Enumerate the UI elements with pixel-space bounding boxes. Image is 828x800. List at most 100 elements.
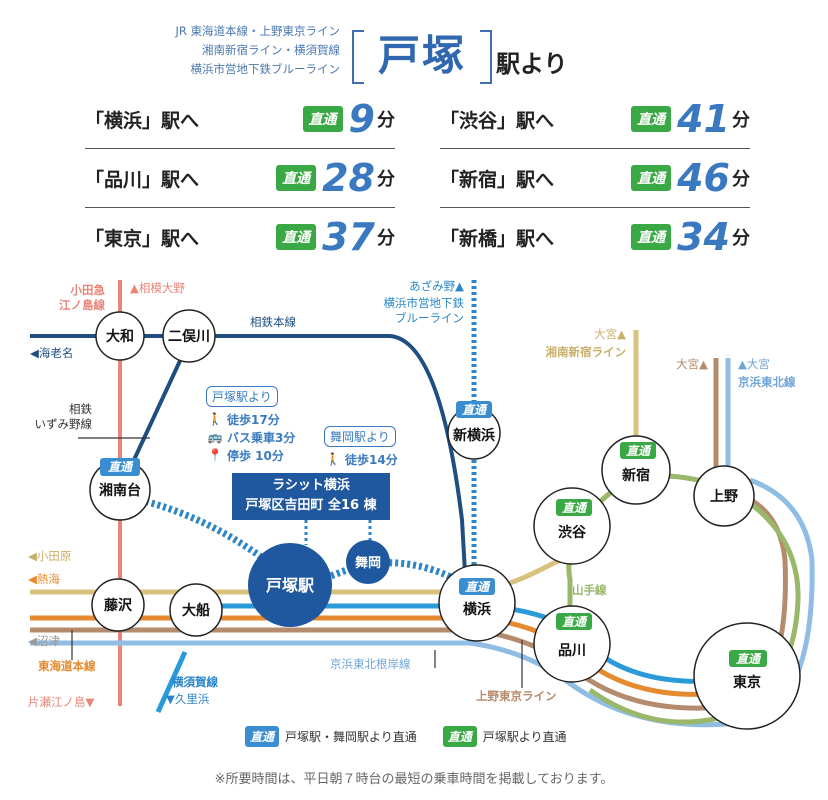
travel-row: 「新橋」駅へ 直通 34 分 (440, 207, 750, 266)
walk-time: 徒歩17分 (227, 412, 280, 427)
label-negishi: 京浜東北根岸線 (330, 657, 411, 671)
blueline-dotted-shonandai (139, 496, 291, 581)
direct-badge: 直通 (302, 106, 343, 132)
legend-text-green: 戸塚駅より直通 (482, 730, 567, 744)
direct-badge-text: 直通 (562, 501, 588, 515)
direct-badge-text: 直通 (108, 460, 134, 474)
title-suffix: 駅より (496, 50, 568, 78)
destination: 「品川」駅へ (85, 168, 200, 191)
travel-row: 「新宿」駅へ 直通 46 分 (440, 148, 750, 207)
direct-badge: 直通 (631, 224, 672, 250)
travel-row: 「品川」駅へ 直通 28 分 (85, 148, 395, 207)
travel-row: 「渋谷」駅へ 直通 41 分 (440, 90, 750, 148)
direct-badge-green (556, 613, 592, 630)
access-totsuka: 戸塚駅より 🚶 徒歩17分 🚌 バス乗車3分 📍 停歩 10分 (206, 386, 295, 464)
label-odakyu: 江ノ島線 (59, 298, 105, 312)
station-futamatagawa (162, 309, 216, 363)
walk-time: 徒歩14分 (345, 452, 398, 467)
station-label: 大和 (106, 328, 134, 345)
station-ofuna (169, 583, 223, 637)
bus-icon: 🚌 (207, 430, 223, 444)
minutes: 9 (348, 97, 375, 141)
label-kurihama: ▼久里浜 (166, 692, 210, 706)
label-tokaido: 東海道本線 (38, 659, 96, 673)
line-item: 湘南新宿ライン・横須賀線 (202, 43, 340, 57)
bus-time: バス乗車3分 (227, 430, 296, 445)
bus-stop-icon: 📍 (207, 448, 223, 462)
property-name: ラシット横浜 (272, 478, 350, 493)
label-azamino: あざみ野▲ (409, 279, 464, 293)
station-label: 渋谷 (558, 524, 587, 541)
label-ueno-tokyo: 上野東京ライン (476, 689, 557, 703)
legend-badge-blue: 直通 (245, 726, 280, 747)
label-omiya: 大宮▲ (676, 357, 708, 371)
destination: 「渋谷」駅へ (440, 109, 555, 132)
walk-icon: 🚶 (207, 412, 223, 426)
label-katase: 片瀬江ノ島▼ (28, 695, 94, 709)
minute-unit: 分 (732, 110, 750, 131)
direct-badge-text: 直通 (562, 615, 588, 629)
label-ebina: ◀海老名 (30, 346, 73, 360)
from-maioka-pill: 舞岡駅より (324, 426, 396, 447)
station-label: 品川 (558, 643, 586, 659)
label-shonan-shinjuku: 湘南新宿ライン (546, 345, 627, 359)
label-izumino: 相鉄 (69, 402, 92, 416)
destination: 「新宿」駅へ (440, 168, 555, 191)
stop-walk-time: 停歩 10分 (227, 448, 284, 463)
label-sagamiono: ▲相模大野 (130, 281, 185, 295)
line-item: JR 東海道本線・上野東京ライン (175, 24, 340, 38)
legend-text-blue: 戸塚駅・舞岡駅より直通 (285, 730, 417, 744)
station-label: 戸塚駅 (266, 576, 315, 595)
station-label: 藤沢 (104, 597, 133, 614)
label-atami: ◀熱海 (28, 572, 60, 586)
travel-row: 「横浜」駅へ 直通 9 分 (85, 90, 395, 148)
label-omiya: ▲大宮 (738, 357, 770, 371)
travel-times-right: 「渋谷」駅へ 直通 41 分 「新宿」駅へ 直通 46 分 「新橋」駅へ 直通 … (440, 90, 750, 266)
direct-badge-text: 直通 (465, 580, 491, 594)
station-label: 大船 (182, 602, 210, 619)
destination: 「横浜」駅へ (85, 109, 200, 132)
from-totsuka-pill: 戸塚駅より (206, 386, 278, 407)
footnote: ※所要時間は、平日朝７時台の最短の乗車時間を掲載しております。 (214, 772, 614, 787)
label-odakyu: 小田急 (70, 283, 106, 297)
minutes: 46 (677, 156, 730, 200)
walk-icon: 🚶 (325, 452, 341, 466)
minute-unit: 分 (377, 228, 395, 249)
label-odawara: ◀小田原 (28, 549, 71, 563)
direct-badge-text: 直通 (736, 652, 762, 666)
label-blueline: ブルーライン (395, 311, 464, 325)
left-bracket (352, 30, 364, 84)
label-keihin-tohoku: 京浜東北線 (738, 375, 796, 389)
minutes: 28 (322, 156, 375, 200)
direct-badge-blue (456, 401, 492, 418)
line-item: 横浜市営地下鉄ブルーライン (190, 62, 341, 76)
label-sotetsu-main: 相鉄本線 (250, 315, 296, 329)
minute-unit: 分 (377, 110, 395, 131)
direct-badge: 直通 (631, 106, 672, 132)
legend: 直通 戸塚駅・舞岡駅より直通 直通 戸塚駅より直通 (245, 726, 567, 747)
direct-badge: 直通 (631, 165, 672, 191)
destination: 「東京」駅へ (85, 227, 200, 250)
station-yamato (95, 311, 145, 361)
label-izumino: いずみ野線 (35, 417, 93, 431)
station-tokyo (693, 622, 801, 730)
direct-badge-text: 直通 (626, 444, 652, 458)
label-blueline: 横浜市営地下鉄 (384, 296, 465, 310)
station-yokohama (438, 564, 516, 642)
direct-badge-text: 直通 (462, 403, 488, 417)
station-label: 上野 (710, 489, 738, 505)
destination: 「新橋」駅へ (440, 227, 555, 250)
label-numazu: ◀沼津 (28, 634, 60, 648)
access-maioka: 舞岡駅より 🚶 徒歩14分 (324, 426, 398, 468)
minute-unit: 分 (732, 169, 750, 190)
line-list: JR 東海道本線・上野東京ライン 湘南新宿ライン・横須賀線 横浜市営地下鉄ブルー… (120, 22, 340, 79)
station-maioka (346, 540, 390, 584)
right-bracket (480, 30, 492, 84)
station-label: 湘南台 (99, 482, 141, 499)
property-box: ラシット横浜 戸塚区吉田町 全16 棟 (232, 473, 390, 520)
direct-badge-blue (459, 578, 495, 595)
direct-badge-green (620, 442, 656, 459)
legend-badge-green: 直通 (442, 726, 477, 747)
minutes: 34 (677, 215, 730, 259)
